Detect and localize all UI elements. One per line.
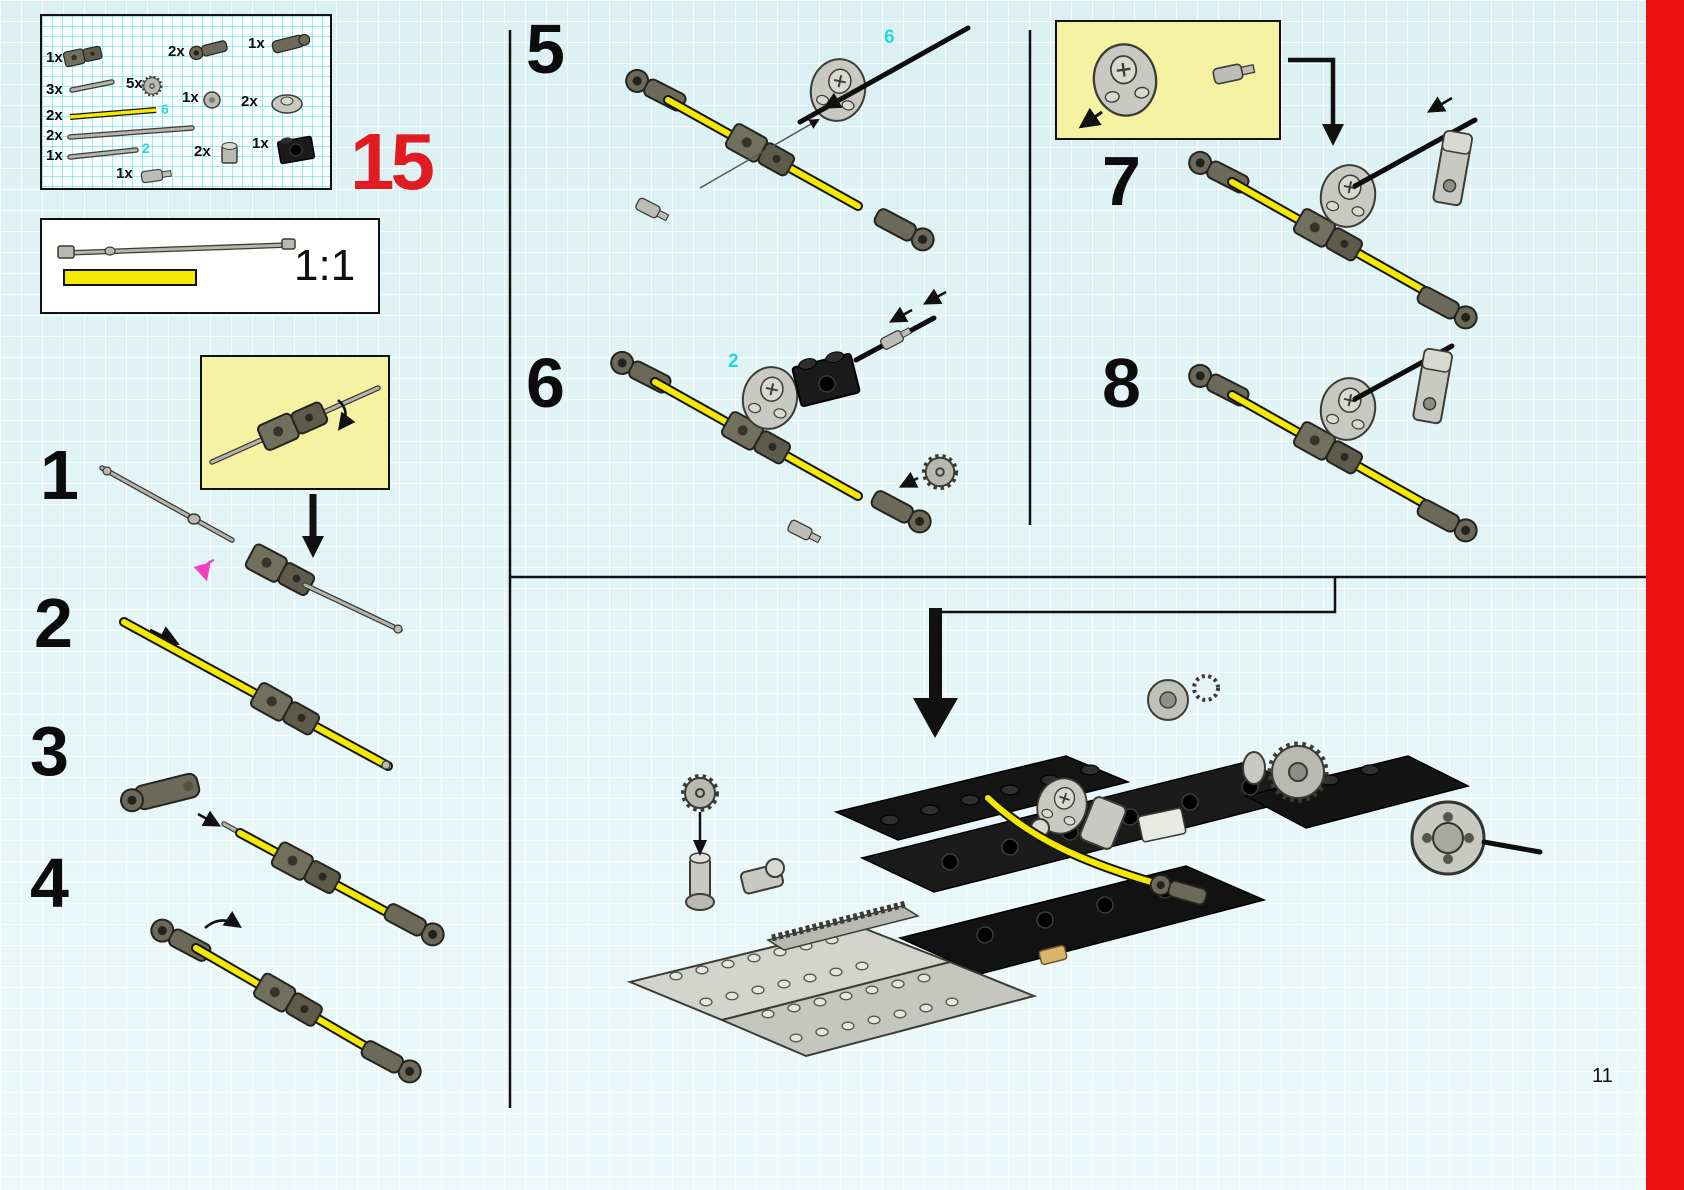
part-steering-arm-icon	[271, 33, 311, 54]
part-short-axle-icon	[67, 147, 139, 160]
step-1-number: 1	[40, 436, 79, 514]
step-2-number: 2	[34, 584, 73, 662]
down-arrow-icon	[913, 608, 958, 738]
inventory-step-number: 15	[350, 117, 435, 206]
axle-length-label: 2	[142, 140, 150, 156]
step-6-number: 6	[526, 344, 565, 422]
part-count: 2x	[241, 93, 258, 110]
actual-size-yellow-axle	[63, 269, 197, 286]
part-count: 1x	[182, 89, 199, 106]
scale-label: 1:1	[294, 241, 356, 290]
step-8-number: 8	[1102, 344, 1141, 422]
part-cylinder-icon	[221, 142, 238, 164]
black-brick-part	[791, 351, 861, 408]
part-axle-pin-icon	[69, 79, 115, 93]
step-5-illustration	[621, 25, 971, 256]
step-3-illustration	[120, 772, 449, 951]
insert-arrow-icon	[1426, 96, 1453, 113]
step-4-illustration	[146, 910, 426, 1088]
insert-arrow-icon	[822, 92, 847, 109]
part-steering-plate-icon	[271, 94, 303, 114]
part-count: 1x	[116, 165, 133, 182]
chassis-assembly-illustration	[626, 674, 1543, 1058]
callout-arrow-icon	[1322, 124, 1344, 146]
insert-arrow-icon	[302, 536, 324, 558]
gear-rack	[766, 900, 920, 951]
step-3-number: 3	[30, 712, 69, 790]
guide-line	[699, 118, 820, 189]
plate-studs	[669, 935, 959, 1043]
step-7-number: 7	[1102, 142, 1141, 220]
insert-arrow-icon	[1078, 107, 1103, 129]
part-small-pin-icon	[140, 167, 173, 184]
part-black-brick-icon	[276, 135, 316, 165]
part-long-axle-icon	[67, 125, 195, 140]
step-2-illustration	[119, 617, 393, 771]
parts-inventory-icons	[62, 33, 316, 184]
steering-bracket-part	[1412, 347, 1453, 425]
magenta-rotate-arrow-icon	[193, 558, 215, 582]
part-count: 1x	[46, 49, 63, 66]
part-count: 1x	[46, 147, 63, 164]
part-count: 2x	[46, 127, 63, 144]
insert-arrow-icon	[693, 840, 707, 856]
rotate-arrow-icon	[204, 910, 242, 929]
actual-size-axle	[57, 238, 296, 259]
part-tie-rod-icon	[187, 38, 229, 62]
section-dividers	[508, 30, 1646, 1108]
actual-size-scale-box	[40, 218, 380, 314]
part-count: 5x	[126, 75, 143, 92]
step-1-callout-illustration	[209, 385, 381, 465]
part-count: 1x	[248, 35, 265, 52]
part-bush-icon	[203, 91, 221, 109]
axle-length-label: 2	[728, 351, 739, 372]
part-count: 3x	[46, 81, 63, 98]
steering-bracket-part	[1432, 129, 1473, 207]
step-7-callout-illustration	[1078, 39, 1344, 146]
beam-studs	[880, 764, 1380, 826]
page-edge-stripe	[1646, 0, 1684, 1190]
part-gear-icon	[141, 75, 163, 97]
step-6-illustration	[606, 288, 959, 547]
slide-arrow-icon	[149, 626, 180, 645]
insert-arrow-icon	[898, 471, 919, 488]
part-count: 2x	[168, 43, 185, 60]
slide-arrow-icon	[197, 810, 222, 827]
part-count: 2x	[46, 107, 63, 124]
step-7-illustration	[1184, 96, 1482, 334]
step-5-number: 5	[526, 10, 565, 88]
page-number: 11	[1592, 1065, 1613, 1087]
axle-length-label: 6	[884, 27, 895, 48]
step-1-illustration	[99, 465, 403, 634]
rotate-arrow-icon	[337, 399, 356, 431]
step-4-number: 4	[30, 844, 69, 922]
insert-arrow-icon	[922, 288, 947, 305]
part-count: 1x	[252, 135, 269, 152]
part-yellow-axle-icon	[69, 107, 157, 120]
insert-arrow-icon	[888, 306, 913, 323]
step-8-illustration	[1184, 343, 1482, 547]
part-count: 2x	[194, 143, 211, 160]
axle-length-label: 6	[161, 101, 169, 117]
part-axle-connector-icon	[62, 44, 104, 68]
steering-arm-part	[120, 772, 201, 813]
